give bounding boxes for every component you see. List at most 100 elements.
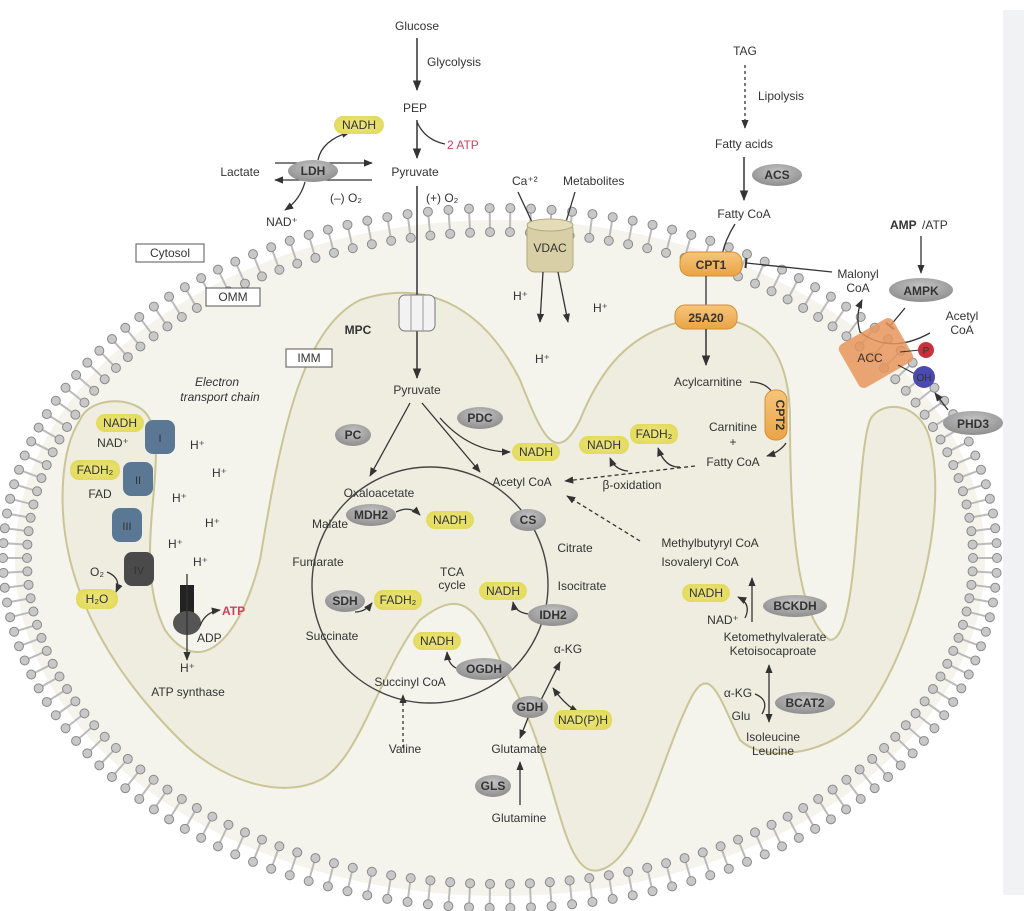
pep-label: PEP [403, 101, 427, 115]
lipid-head [464, 203, 475, 214]
lipid-head [953, 473, 964, 484]
succinyl-coa-label: Succinyl CoA [374, 675, 445, 689]
atp-synthase-label: ATP synthase [151, 685, 225, 699]
glutamate-label: Glutamate [491, 742, 547, 756]
nadh-beta-label: NADH [587, 438, 621, 452]
mdh2-label: MDH2 [354, 508, 388, 522]
lipid-head [967, 539, 978, 550]
complex-i: I [145, 420, 175, 454]
lipid-head [342, 219, 353, 230]
fadh2-sdh-label: FADH₂ [380, 593, 417, 607]
lipid-head [686, 876, 697, 887]
lipid-head [667, 224, 678, 235]
lipid-head [71, 735, 82, 746]
ampk-enzyme: AMPK [889, 278, 953, 302]
lipid-head [162, 321, 173, 332]
lipid-head [705, 870, 716, 881]
vdac-label: VDAC [533, 241, 567, 255]
nad-bckdh-label: NAD⁺ [707, 613, 739, 627]
phd3-label: PHD3 [957, 417, 989, 431]
lipid-head [425, 230, 436, 241]
vdac-channel: Ca⁺² Metabolites VDAC H⁺ H⁺ H⁺ [512, 174, 624, 366]
lipid-head [5, 612, 16, 623]
pyruvate-matrix-label: Pyruvate [393, 383, 441, 397]
lipid-pathway: TAG Lipolysis Fatty acids ACS Fatty CoA … [564, 44, 1003, 492]
lipid-head [266, 863, 277, 874]
lipid-head [41, 460, 52, 471]
lipolysis-label: Lipolysis [758, 89, 804, 103]
lipid-head [793, 273, 804, 284]
lipid-head [9, 626, 20, 637]
lipid-head [524, 878, 535, 889]
idh2-label: IDH2 [539, 608, 567, 622]
lipid-head [425, 875, 436, 886]
lipid-head [422, 206, 433, 217]
lipid-head [607, 893, 618, 904]
lipid-head [2, 508, 13, 519]
pc-label: PC [345, 428, 362, 442]
acetyl-label-2: CoA [950, 323, 973, 337]
lipid-head [964, 593, 975, 604]
bcaa-pathway: Methylbutyryl CoA Isovaleryl CoA NADH NA… [661, 536, 835, 758]
tca-cycle-label-1: TCA [440, 565, 464, 579]
lipid-head [883, 771, 894, 782]
lipid-head [976, 464, 987, 475]
lipid-head [484, 203, 495, 214]
lipid-head [798, 302, 809, 313]
ketoisocaproate-label: Ketoisocaproate [730, 644, 817, 658]
nad-etc-label: NAD⁺ [97, 436, 129, 450]
lipid-head [70, 409, 81, 420]
lipid-head [274, 264, 285, 275]
lipid-head [750, 827, 761, 838]
nadh-bckdh-label: NADH [689, 586, 723, 600]
pdc-label: PDC [467, 411, 493, 425]
lipid-head [366, 866, 377, 877]
lipid-head [990, 523, 1001, 534]
nadh-etc-label: NADH [103, 416, 137, 430]
lipid-head [584, 873, 595, 884]
lipid-head [782, 294, 793, 305]
lipid-head [162, 784, 173, 795]
lipid-head [854, 764, 865, 775]
bckdh-enzyme: BCKDH [763, 595, 827, 617]
complex-iv-label: IV [134, 565, 145, 577]
bckdh-label: BCKDH [773, 599, 816, 613]
lipid-head [99, 731, 110, 742]
lipid-head [135, 764, 146, 775]
ampk-label: AMPK [903, 284, 939, 298]
lipid-head [813, 794, 824, 805]
amp-label: AMP [890, 218, 917, 232]
glycolysis-label: Glycolysis [427, 55, 481, 69]
isoleucine-label: Isoleucine [746, 730, 800, 744]
lipid-head [782, 811, 793, 822]
lipid-head [322, 224, 333, 235]
lipid-head [948, 645, 959, 656]
lipid-head [79, 397, 90, 408]
lipid-head [813, 311, 824, 322]
lipid-head [970, 450, 981, 461]
fadh2-badge-etc: FADH₂ [70, 460, 120, 480]
lipid-head [504, 227, 515, 238]
ldh-label: LDH [301, 164, 326, 178]
fatty-coa-cytosol-label: Fatty CoA [717, 207, 770, 221]
lipid-head [895, 760, 906, 771]
lipid-head [82, 357, 93, 368]
lipid-head [966, 526, 977, 537]
isovaleryl-coa-label: Isovaleryl CoA [661, 555, 738, 569]
lipid-head [935, 671, 946, 682]
h-plus-ims-1: H⁺ [513, 289, 528, 303]
lipid-head [32, 486, 43, 497]
nadh-mdh2-label: NADH [433, 513, 467, 527]
lipid-head [443, 204, 454, 215]
lipid-bilayer-outer [0, 203, 1002, 911]
omm-label: OMM [205, 287, 261, 307]
lipid-head [402, 896, 413, 907]
lipid-head [705, 235, 716, 246]
lipid-head [60, 723, 71, 734]
lipid-head [230, 849, 241, 860]
idh2-enzyme: IDH2 [528, 604, 578, 626]
lipid-head [310, 252, 321, 263]
gls-enzyme: GLS [475, 775, 511, 797]
lipid-head [106, 334, 117, 345]
lipid-head [26, 436, 37, 447]
